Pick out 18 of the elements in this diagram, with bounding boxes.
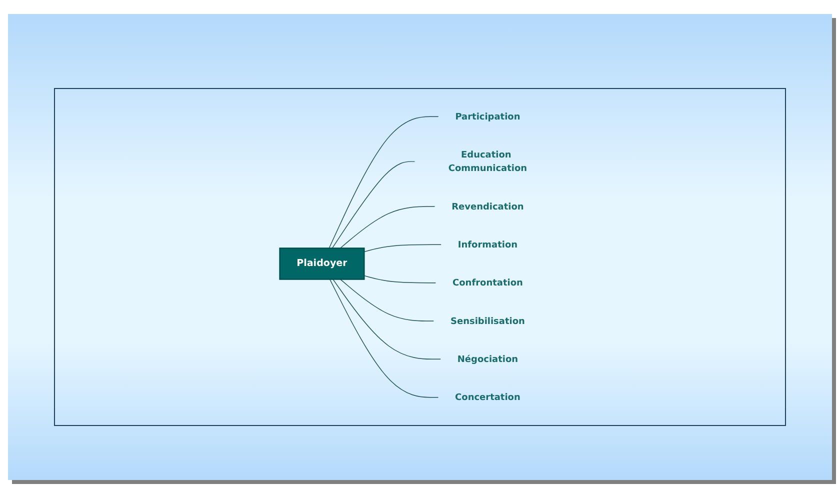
connector	[328, 116, 438, 249]
node-text: Confrontation	[452, 277, 523, 288]
connector	[364, 244, 442, 252]
node-text: Concertation	[454, 392, 520, 402]
connector	[329, 278, 438, 398]
node-text: Education Communication	[448, 149, 527, 174]
node-text: Revendication	[451, 200, 524, 212]
diagram-frame: Participation Education Communication Revendication Information Plaidoyer Confrontation Sensibilisation Négociation Concertation	[54, 88, 786, 426]
connector	[340, 278, 434, 322]
node-text: Sensibilisation	[450, 315, 525, 326]
connector	[340, 206, 435, 249]
connector	[364, 275, 436, 284]
connector	[332, 278, 441, 360]
node-text: Participation	[454, 111, 520, 122]
node-text: Information	[458, 239, 518, 250]
node-text: Négociation	[457, 354, 518, 364]
connector	[332, 161, 415, 249]
node-box	[278, 248, 365, 280]
